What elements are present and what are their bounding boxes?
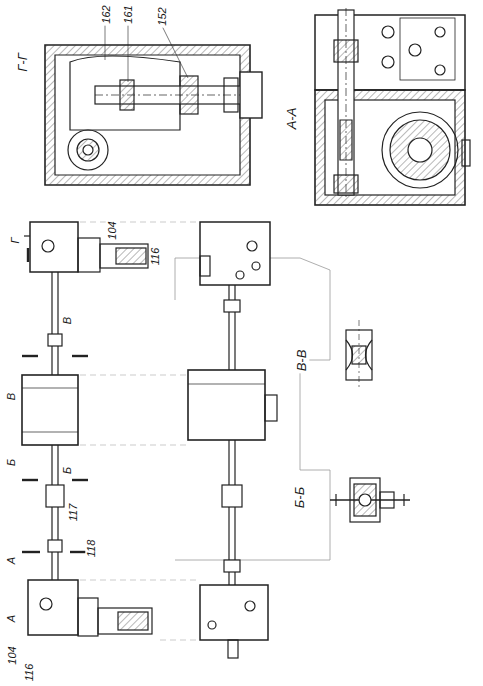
callout-label: 104 <box>105 219 118 241</box>
callout-label: 104 <box>5 644 18 666</box>
section-label: Б-Б <box>292 484 307 509</box>
callout-label: В <box>6 390 19 401</box>
drive-plan-view <box>175 222 330 658</box>
section-b-b <box>330 478 410 522</box>
callout-label: Б <box>5 456 18 467</box>
drive-front-view <box>22 222 152 636</box>
section-label: Г-Г <box>14 51 29 73</box>
section-v-v <box>346 320 372 390</box>
callout-label: 162 <box>99 3 112 25</box>
callout-label: 118 <box>85 537 98 559</box>
callout-label: А <box>6 612 19 623</box>
callout-label: Б <box>61 464 74 475</box>
callout-label: Г <box>9 235 22 245</box>
callout-label: 117 <box>67 501 80 523</box>
callout-label: А <box>6 554 19 565</box>
projection-line <box>80 222 200 640</box>
section-a-a <box>315 8 470 205</box>
section-g-g <box>45 22 262 185</box>
callout-label: В <box>62 314 75 325</box>
callout-label: 116 <box>23 661 36 683</box>
callout-label: 152 <box>155 5 168 27</box>
callout-label: 161 <box>121 3 134 25</box>
section-label: В-В <box>294 347 309 373</box>
callout-label: 116 <box>149 245 162 267</box>
section-label: А-А <box>284 105 299 131</box>
